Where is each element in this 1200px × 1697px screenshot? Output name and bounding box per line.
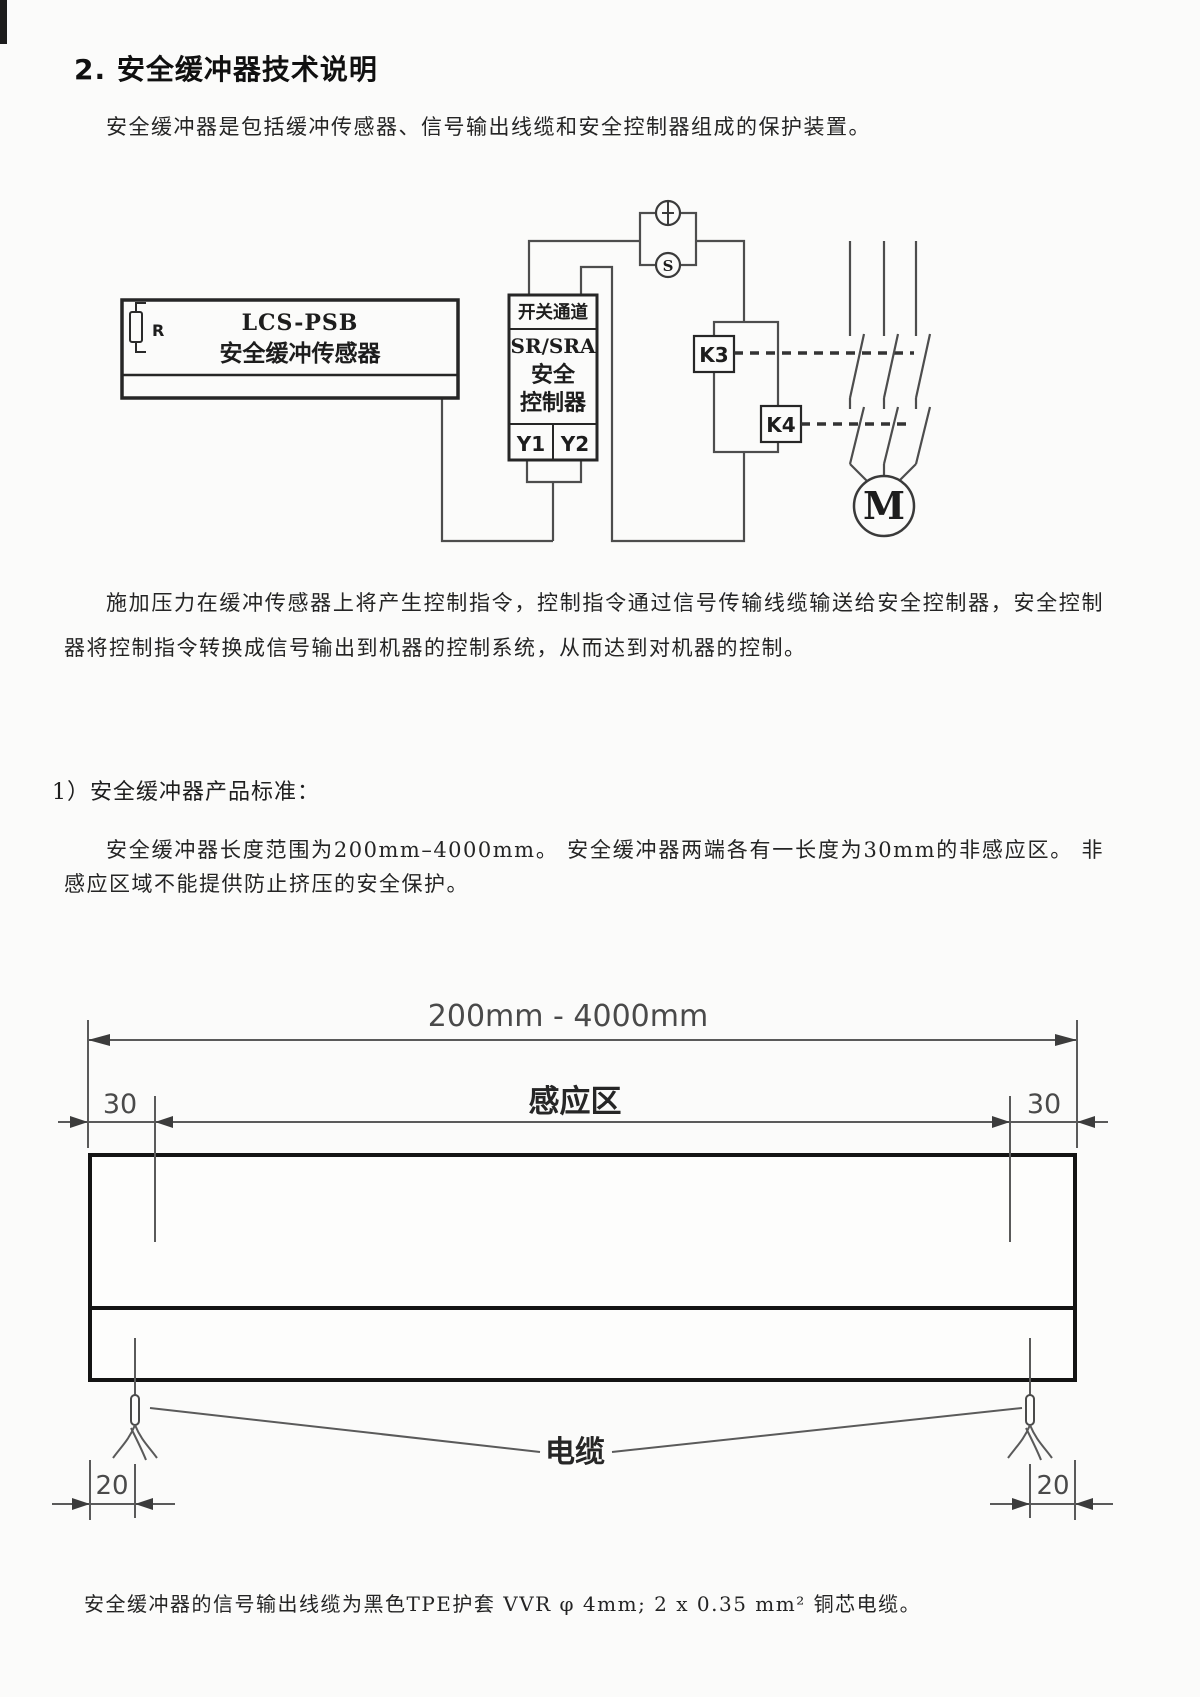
- motor-symbol: M: [852, 474, 916, 538]
- indicator-loop: S: [638, 199, 698, 279]
- offset-right-label: 20: [1036, 1471, 1069, 1501]
- section-heading: 2. 安全缓冲器技术说明: [74, 53, 378, 86]
- cable-offset-dimension-left: 20: [52, 1460, 175, 1520]
- resistor-icon: [129, 302, 146, 353]
- cable-lead-left: [112, 1338, 158, 1518]
- standard-paragraph: 安全缓冲器长度范围为200mm–4000mm。 安全缓冲器两端各有一长度为30m…: [64, 838, 1104, 896]
- cable-spec-paragraph: 安全缓冲器的信号输出线缆为黑色TPE护套 VVR φ 4mm; 2 x 0.35…: [84, 1592, 922, 1616]
- controller-model-label: SR/SRA: [511, 334, 596, 358]
- resistor-label: R: [152, 321, 164, 340]
- dead-zone-left-label: 30: [103, 1089, 137, 1120]
- relay-k4-label: K4: [766, 413, 795, 437]
- sensor-name-label: 安全缓冲传感器: [220, 340, 382, 367]
- total-length-label: 200mm - 4000mm: [428, 999, 708, 1034]
- circuit-diagram: R LCS-PSB 安全缓冲传感器 开关通道 SR/SRA 安全 控制器 Y1 …: [120, 199, 932, 543]
- scan-artifact: [0, 0, 7, 44]
- sensing-zone-label: 感应区: [529, 1084, 622, 1120]
- relay-coils: K3 K4: [692, 320, 914, 454]
- sensor-model-label: LCS-PSB: [242, 310, 359, 336]
- cable-lead-right: [1007, 1338, 1053, 1518]
- cable-callout: 电缆: [149, 1407, 1023, 1470]
- signal-icon-label: S: [663, 257, 674, 275]
- intro-paragraph: 安全缓冲器是包括缓冲传感器、信号输出线缆和安全控制器组成的保护装置。: [106, 115, 871, 139]
- terminal-y1-label: Y1: [516, 432, 545, 456]
- lamp-icon: [654, 199, 682, 227]
- dead-zone-right-label: 30: [1027, 1089, 1061, 1120]
- buffer-body: [88, 1153, 1077, 1382]
- circuit-wires: [440, 239, 746, 543]
- terminal-y2-label: Y2: [560, 432, 589, 456]
- cable-label: 电缆: [545, 1435, 605, 1470]
- signal-icon: S: [654, 251, 682, 279]
- contactor-contacts: [848, 241, 932, 484]
- sensor-box: R LCS-PSB 安全缓冲传感器: [120, 298, 460, 400]
- sub-heading: 1）安全缓冲器产品标准：: [52, 780, 320, 805]
- controller-name-line1: 安全: [531, 362, 576, 388]
- controller-box: 开关通道 SR/SRA 安全 控制器 Y1 Y2: [507, 293, 599, 462]
- dimension-drawing: 200mm - 4000mm 感应区 30 30: [52, 999, 1113, 1520]
- motor-label: M: [863, 483, 905, 528]
- sensing-zone-dimension: 感应区 30 30: [58, 1084, 1108, 1242]
- channel-label: 开关通道: [518, 302, 588, 323]
- controller-name-line2: 控制器: [520, 390, 587, 416]
- total-length-dimension: 200mm - 4000mm: [87, 999, 1078, 1148]
- cable-offset-dimension-right: 20: [990, 1460, 1113, 1520]
- operation-paragraph: 施加压力在缓冲传感器上将产生控制指令，控制指令通过信号传输线缆输送给安全控制器，…: [64, 591, 1104, 660]
- relay-k3-label: K3: [699, 343, 728, 367]
- offset-left-label: 20: [95, 1471, 128, 1501]
